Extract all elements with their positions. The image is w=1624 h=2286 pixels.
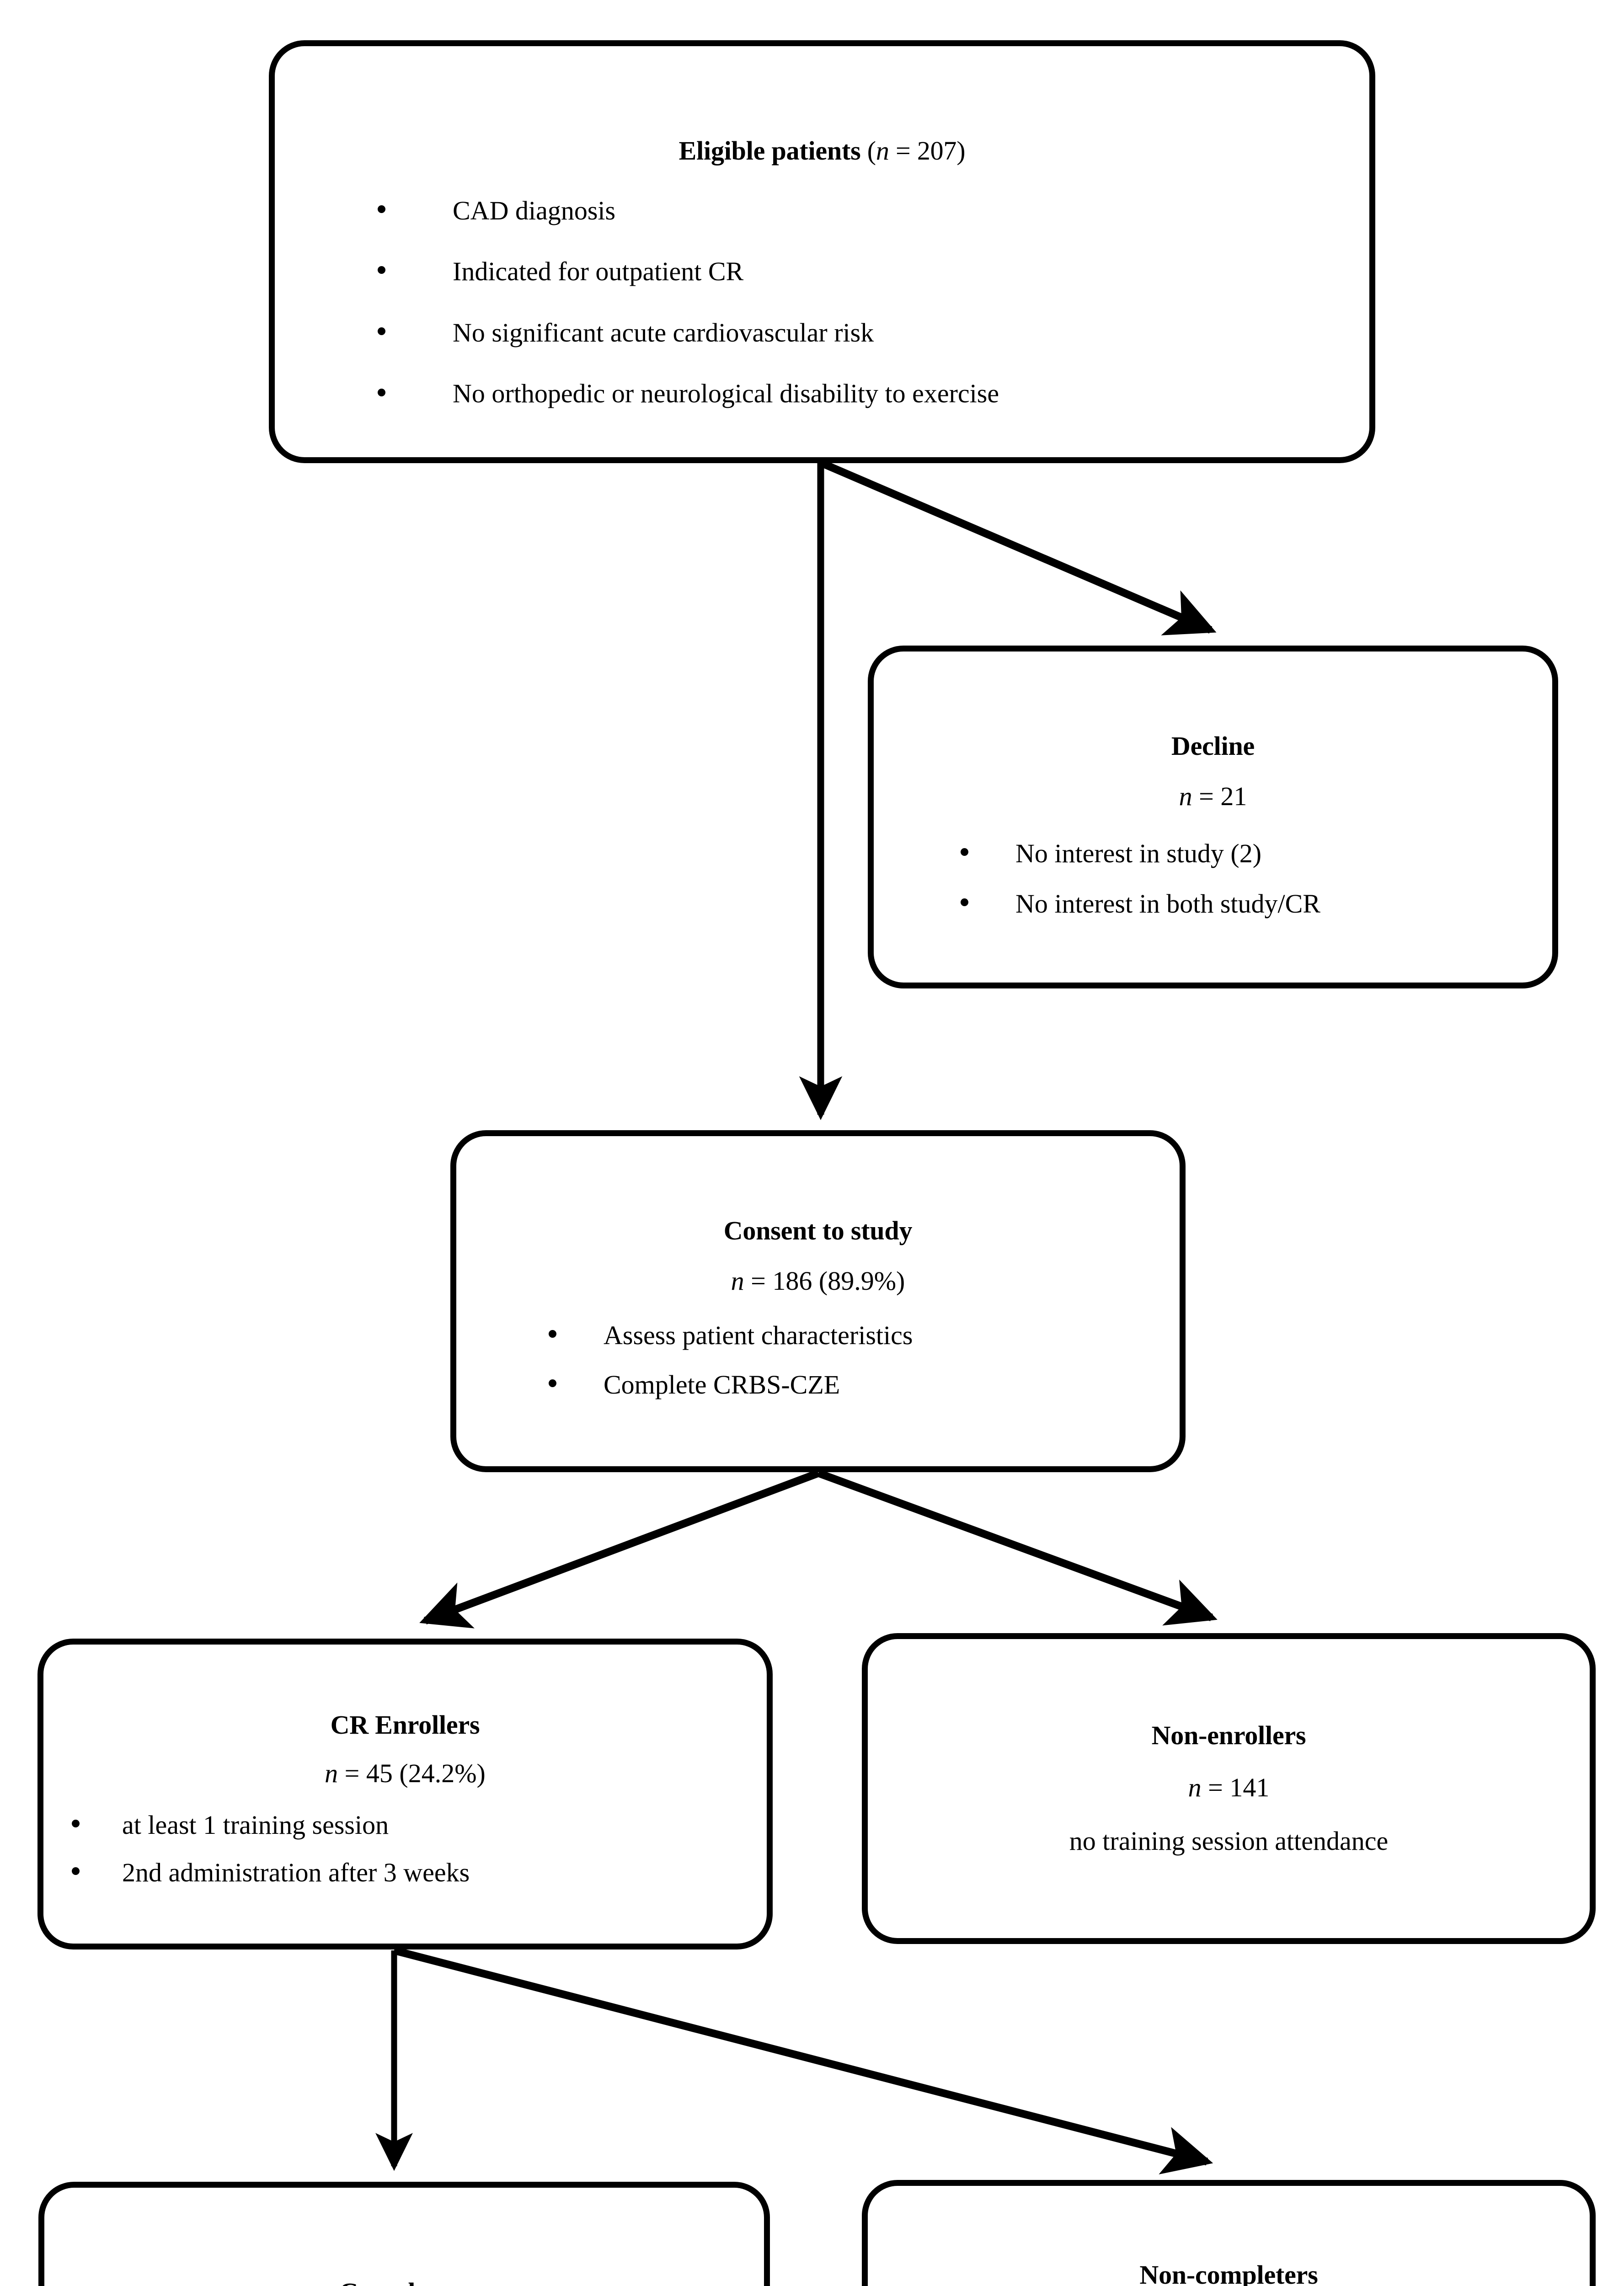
bullet-icon — [72, 1867, 80, 1875]
edge-eligible-to-decline — [819, 459, 1217, 636]
node-title-decline: Decline — [1171, 731, 1255, 761]
bullet-icon — [378, 327, 385, 336]
node-detail-non-enrollers: no training session attendance — [1069, 1826, 1389, 1856]
node-eligible-patients: Eligible patients (n = 207) CAD diagnosi… — [269, 40, 1375, 463]
node-decline: Decline n = 21 No interest in study (2) … — [868, 646, 1558, 988]
node-count-decline-value: = 21 — [1192, 781, 1247, 812]
bullet-icon — [549, 1379, 556, 1387]
node-bullets-decline: No interest in study (2) No interest in … — [874, 838, 1552, 919]
bullet-icon — [378, 205, 385, 213]
list-item: Indicated for outpatient CR — [378, 256, 1369, 288]
node-bullets-eligible-patients: CAD diagnosis Indicated for outpatient C… — [275, 195, 1369, 410]
bullet-icon — [961, 848, 968, 856]
node-count-eligible-patients: (n = 207) — [860, 135, 966, 166]
bullet-icon — [378, 388, 385, 396]
node-non-enrollers: Non-enrollers n = 141 no training sessio… — [862, 1633, 1596, 1944]
node-count-non-enrollers-value: = 141 — [1201, 1773, 1270, 1803]
node-consent-to-study: Consent to study n = 186 (89.9%) Assess … — [450, 1130, 1186, 1472]
edge-consent-to-cr-enrollers — [419, 1469, 820, 1629]
node-bullets-cr-enrollers: at least 1 training session 2nd administ… — [43, 1809, 767, 1888]
list-item: at least 1 training session — [72, 1809, 767, 1841]
list-item: 2nd administration after 3 weeks — [72, 1857, 767, 1889]
list-item: Assess patient characteristics — [549, 1319, 1180, 1351]
node-title-non-enrollers: Non-enrollers — [1151, 1720, 1306, 1750]
list-item: No orthopedic or neurological disability… — [378, 378, 1369, 410]
node-title-consent-to-study: Consent to study — [723, 1215, 913, 1245]
node-title-eligible-patients: Eligible patients (n = 207) — [678, 135, 966, 166]
list-item: Complete CRBS-CZE — [549, 1369, 1180, 1401]
node-title-non-completers: Non-completers — [1139, 2259, 1318, 2286]
bullet-icon — [961, 898, 968, 906]
bullet-icon — [549, 1330, 556, 1338]
bullet-icon — [72, 1820, 80, 1828]
node-completers: Completers n = 30 (16.1%) > 75% of total… — [38, 2182, 770, 2286]
list-item: No interest in study (2) — [961, 838, 1552, 870]
node-count-non-enrollers: n = 141 — [1188, 1773, 1270, 1803]
list-item: CAD diagnosis — [378, 195, 1369, 227]
node-count-eligible-value: = 207) — [889, 135, 966, 166]
edge-consent-to-non-enrollers — [817, 1469, 1218, 1626]
node-count-decline: n = 21 — [1179, 781, 1247, 812]
list-item: No interest in both study/CR — [961, 888, 1552, 920]
node-non-completers: Non-completers n = 15 (33.3%) < 75 % of … — [862, 2180, 1596, 2286]
node-bullets-consent-to-study: Assess patient characteristics Complete … — [456, 1319, 1180, 1400]
node-count-cr-enrollers-value: = 45 (24.2%) — [338, 1758, 486, 1789]
list-item: No significant acute cardiovascular risk — [378, 317, 1369, 349]
node-title-completers: Completers — [44, 2277, 764, 2286]
bullet-icon — [378, 266, 385, 274]
node-count-consent-value: = 186 (89.9%) — [744, 1266, 905, 1296]
node-count-cr-enrollers: n = 45 (24.2%) — [325, 1758, 486, 1789]
node-title-cr-enrollers: CR Enrollers — [330, 1709, 480, 1740]
edge-cr-enrollers-to-non-completers — [393, 1946, 1213, 2174]
node-cr-enrollers: CR Enrollers n = 45 (24.2%) at least 1 t… — [37, 1639, 773, 1950]
node-count-consent-to-study: n = 186 (89.9%) — [731, 1266, 905, 1296]
